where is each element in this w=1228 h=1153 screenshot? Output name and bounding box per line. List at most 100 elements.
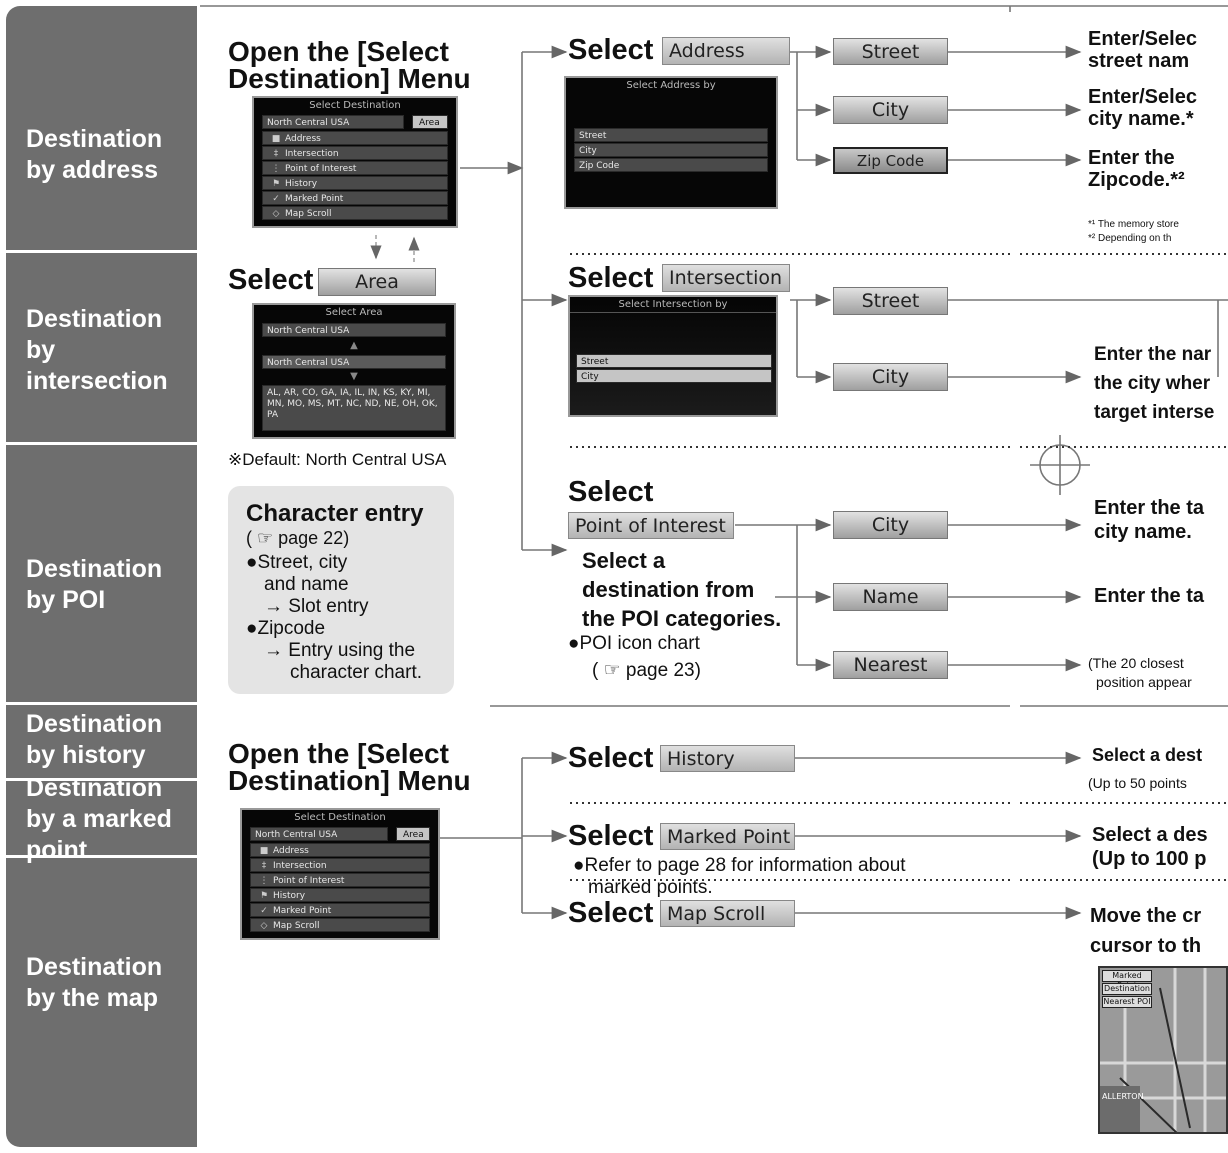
menu-item-map-scroll: ◇Map Scroll xyxy=(262,206,448,220)
select-destination-screen: Select Destination North Central USA Are… xyxy=(252,96,458,228)
category-intersection: Destination by intersection xyxy=(26,304,168,395)
area-button: Area xyxy=(412,115,448,129)
up-arrow-icon: ▲ xyxy=(350,340,358,351)
select-destination-screen-2: Select Destination North Central USA Are… xyxy=(240,808,440,940)
select-area-screen: Select Area North Central USA ▲ North Ce… xyxy=(252,303,456,439)
intersection-street-button[interactable]: Street xyxy=(833,287,948,315)
map-nearest-poi-label: Nearest POI xyxy=(1102,996,1152,1008)
area-states: AL, AR, CO, GA, IA, IL, IN, KS, KY, MI, … xyxy=(262,385,446,431)
bullet-street-cont: and name xyxy=(264,574,349,595)
screen-title: Select Destination xyxy=(294,812,386,823)
area-selected: North Central USA xyxy=(262,355,446,369)
history-tag: History xyxy=(660,745,795,772)
menu-item-intersection: ‡Intersection xyxy=(262,146,448,160)
select-area-label: Select xyxy=(228,264,314,296)
region-field: North Central USA xyxy=(250,827,388,841)
map-scroll-tag: Map Scroll xyxy=(660,900,795,927)
zipcode-entry-cont: character chart. xyxy=(290,662,422,683)
zipcode-entry: → Entry using the xyxy=(264,640,416,661)
poi-icon-chart-ref: ( ☞ page 23) xyxy=(592,660,701,681)
region-field: North Central USA xyxy=(262,115,404,129)
open-menu-title: Open the [Select Destination] Menu xyxy=(228,36,471,94)
down-arrow-icon: ▼ xyxy=(350,371,358,382)
bullet-street: ●Street, city xyxy=(246,552,348,573)
select-marked-label: Select xyxy=(568,820,654,852)
character-entry-box: Character entry ( ☞ page 22) ●Street, ci… xyxy=(228,486,454,694)
screen-row-street: Street xyxy=(574,128,768,142)
category-poi: Destination by POI xyxy=(26,555,163,614)
menu-item-map-scroll: ◇Map Scroll xyxy=(250,918,430,932)
menu-item-intersection: ‡Intersection xyxy=(250,858,430,872)
select-address-screen: Select Address by Street City Zip Code xyxy=(564,76,778,209)
intersection-city-button[interactable]: City xyxy=(833,363,948,391)
footnote-2: *² Depending on th xyxy=(1088,233,1172,244)
category-sidebar xyxy=(6,6,197,1147)
category-divider xyxy=(6,250,197,253)
poi-name-result: Enter the ta xyxy=(1094,585,1205,607)
select-history-label: Select xyxy=(568,742,654,774)
category-marked-point: Destination by a marked point xyxy=(26,773,172,864)
address-tag: Address xyxy=(662,37,790,65)
area-button: Area xyxy=(396,827,430,841)
category-history: Destination by history xyxy=(26,710,163,769)
area-button[interactable]: Area xyxy=(318,268,436,296)
default-area-note: ※Default: North Central USA xyxy=(228,450,447,469)
poi-tag: Point of Interest xyxy=(568,512,734,539)
select-intersection-screen: Select Intersection by Street City xyxy=(568,295,778,417)
screen-title: Select Destination xyxy=(309,100,401,111)
poi-icon-chart: ●POI icon chart xyxy=(568,633,700,654)
area-option: North Central USA xyxy=(262,323,446,337)
intersection-tag: Intersection xyxy=(662,264,790,292)
page-ref: ( ☞ page 22) xyxy=(246,528,350,548)
marked-point-tag: Marked Point xyxy=(660,823,795,850)
poi-name-button[interactable]: Name xyxy=(833,583,948,611)
category-divider xyxy=(6,442,197,445)
poi-nearest-button[interactable]: Nearest xyxy=(833,651,948,679)
address-street-button[interactable]: Street xyxy=(833,38,948,65)
menu-item-poi: ⋮Point of Interest xyxy=(250,873,430,887)
history-result-sub: (Up to 50 points xyxy=(1088,775,1187,791)
menu-item-marked-point: ✓Marked Point xyxy=(262,191,448,205)
category-divider xyxy=(6,702,197,705)
category-divider xyxy=(6,778,197,781)
marked-note-cont: marked points. xyxy=(588,877,713,898)
screen-row-city: City xyxy=(576,369,772,383)
marked-result: Select a des(Up to 100 p xyxy=(1092,824,1208,870)
open-menu-title-2: Open the [Select Destination] Menu xyxy=(228,738,471,796)
category-map: Destination by the map xyxy=(26,952,163,1012)
screen-row-street: Street xyxy=(576,354,772,368)
footnote-1: *¹ The memory store xyxy=(1088,219,1179,230)
screen-title: Select Intersection by xyxy=(570,299,776,313)
category-divider xyxy=(6,855,197,858)
menu-item-history: ⚑History xyxy=(262,176,448,190)
marked-note: ●Refer to page 28 for information about xyxy=(573,855,906,876)
map-streets xyxy=(1100,968,1226,1132)
screen-row-zip: Zip Code xyxy=(574,158,768,172)
select-map-scroll-label: Select xyxy=(568,897,654,929)
menu-item-marked-point: ✓Marked Point xyxy=(250,903,430,917)
menu-item-poi: ⋮Point of Interest xyxy=(262,161,448,175)
category-address: Destination by address xyxy=(26,125,163,184)
map-thumbnail: Marked Point Destination Nearest POI ALL… xyxy=(1098,966,1228,1134)
screen-title: Select Area xyxy=(325,307,383,318)
screen-title: Select Address by xyxy=(626,80,716,91)
select-poi-label: Select xyxy=(568,476,654,508)
character-entry-title: Character entry xyxy=(246,500,424,527)
address-city-button[interactable]: City xyxy=(833,96,948,124)
map-destination-label: Destination xyxy=(1102,983,1152,995)
slot-entry: → Slot entry xyxy=(264,596,369,617)
menu-item-address: ■Address xyxy=(262,131,448,145)
history-result: Select a dest xyxy=(1092,745,1203,765)
address-zip-button[interactable]: Zip Code xyxy=(833,147,948,174)
select-address-label: Select xyxy=(568,34,654,66)
poi-city-button[interactable]: City xyxy=(833,511,948,539)
